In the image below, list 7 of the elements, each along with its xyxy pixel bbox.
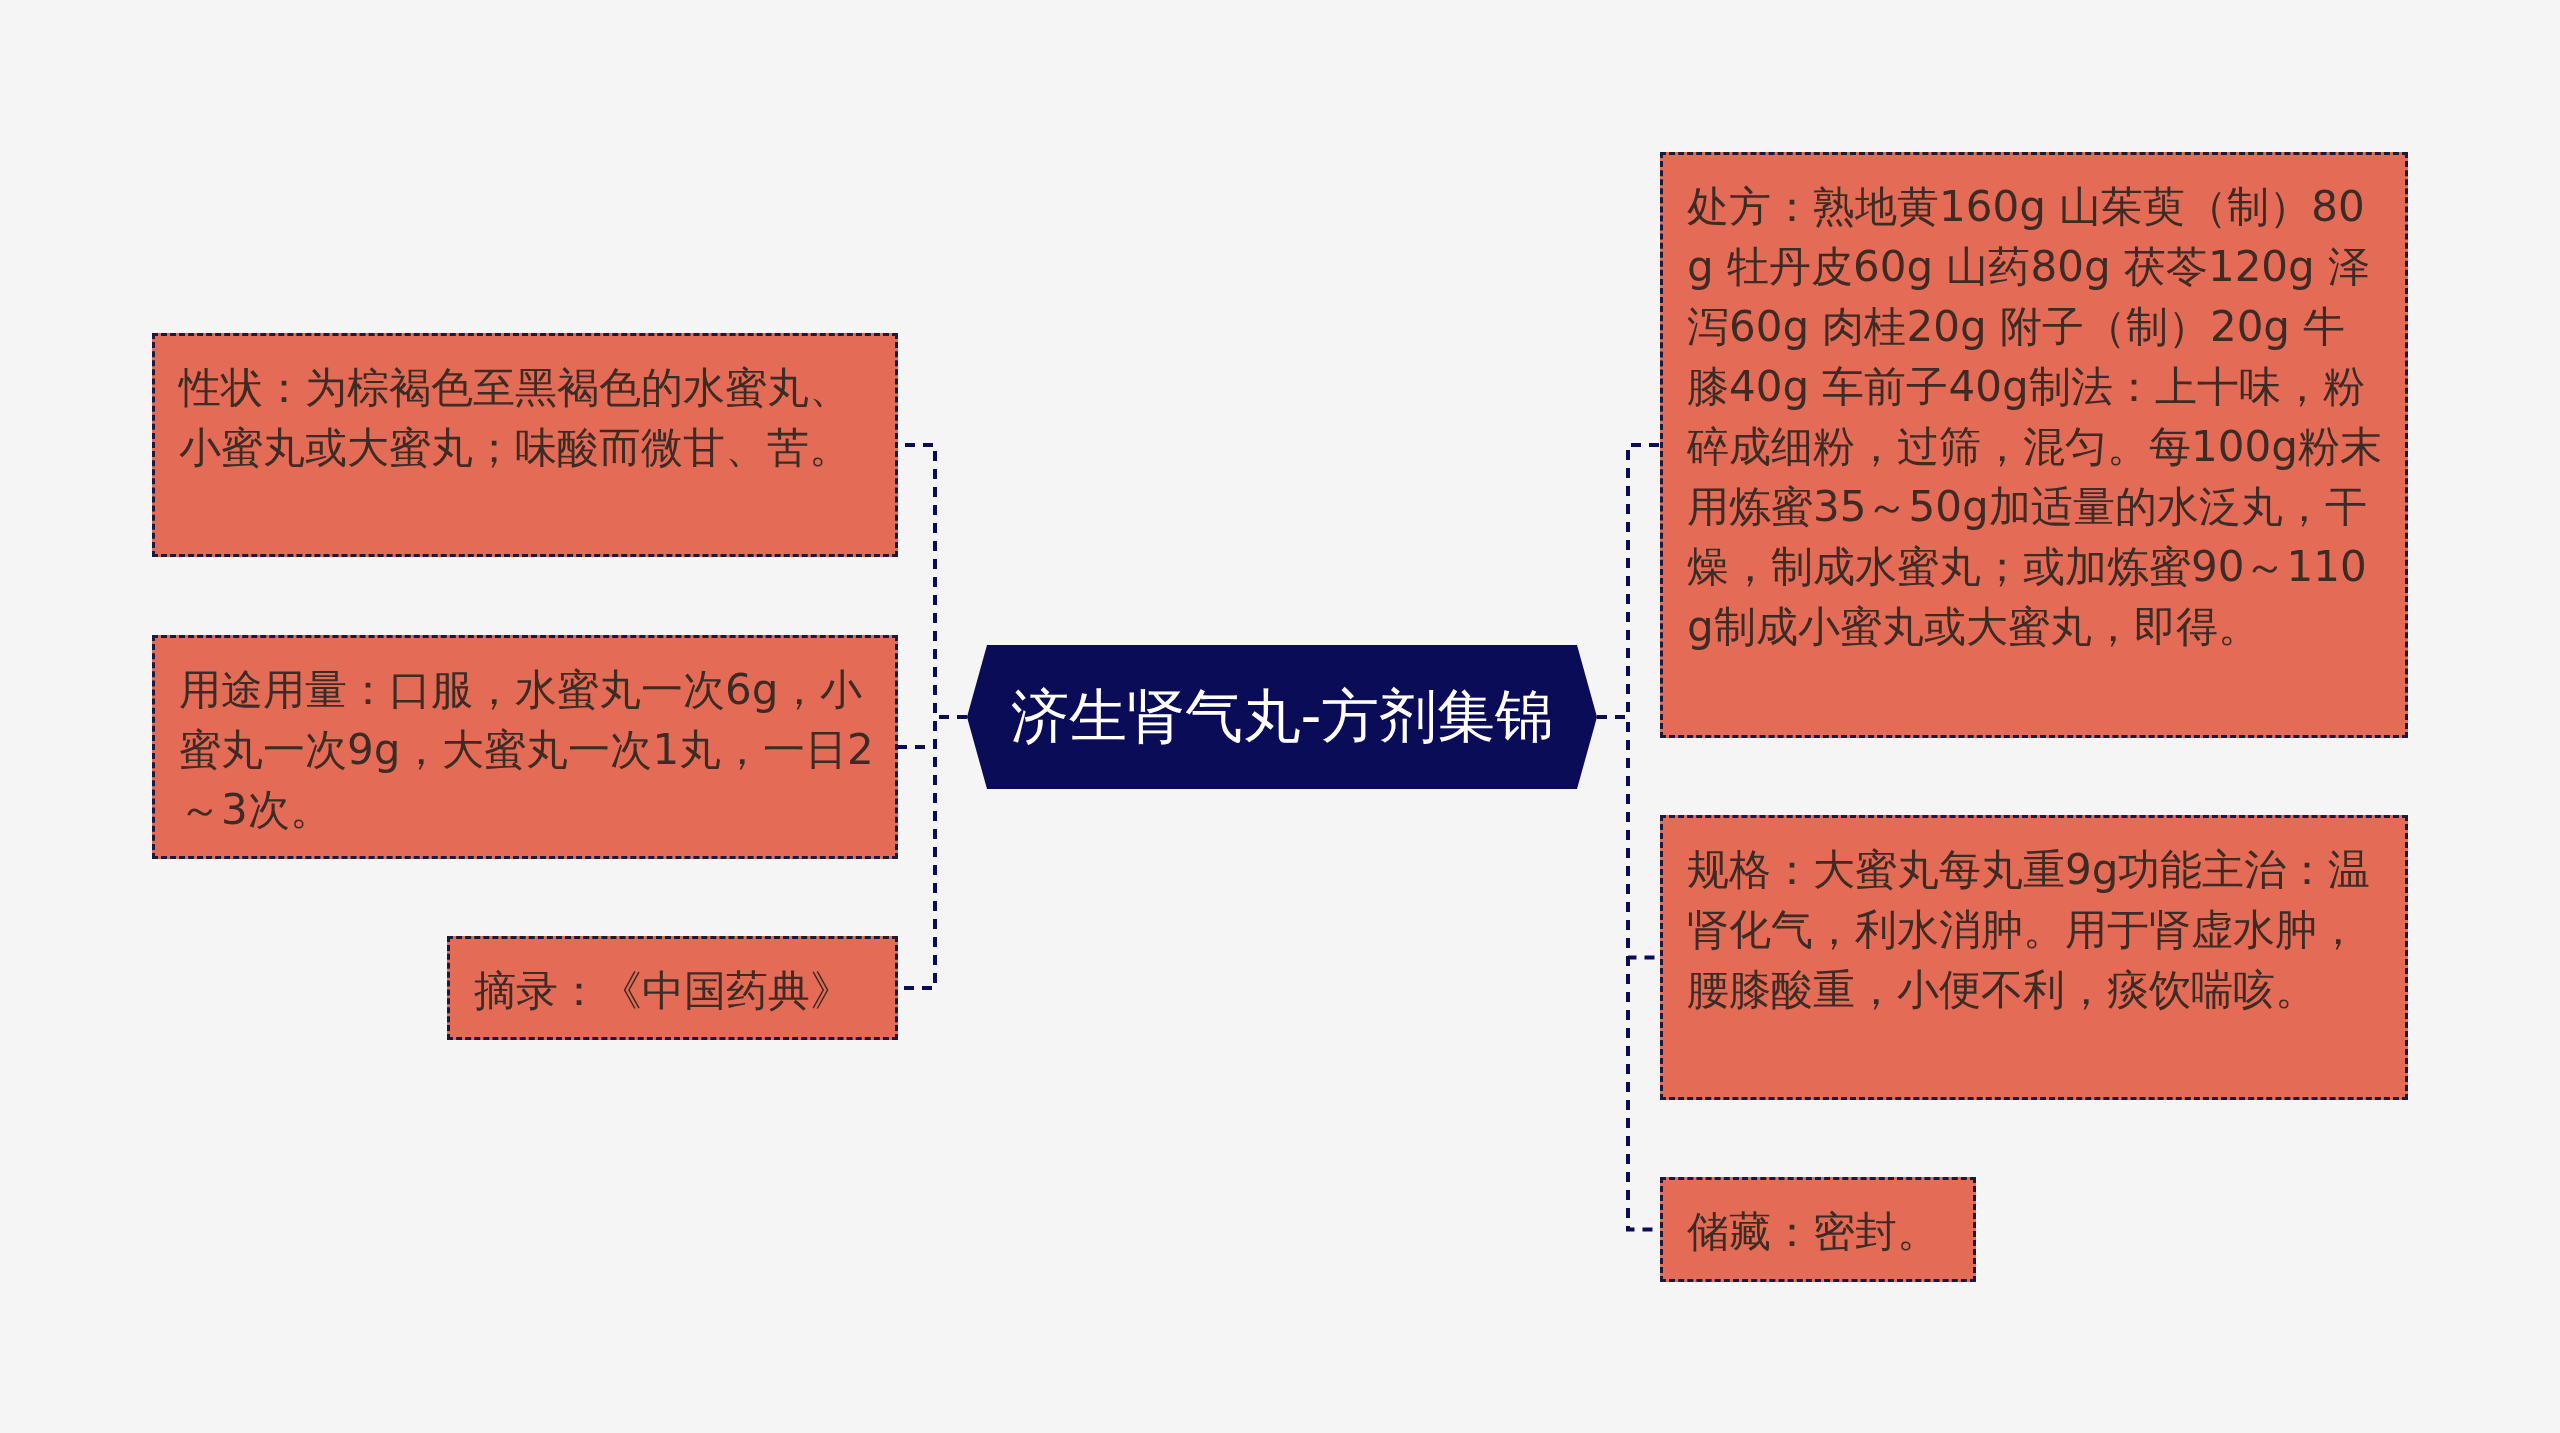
topic-hexagon: 济生肾气丸-方剂集锦 [967, 645, 1597, 789]
topic-box: 规格：大蜜丸每丸重9g功能主治：温肾化气，利水消肿。用于肾虚水肿，腰膝酸重，小便不利，痰饮喘咳。 [1660, 815, 2408, 1100]
topic-box: 储藏：密封。 [1660, 1177, 1976, 1282]
topic-box: 性状：为棕褐色至黑褐色的水蜜丸、小蜜丸或大蜜丸；味酸而微甘、苦。 [152, 333, 898, 557]
topic-box: 摘录：《中国药典》 [447, 936, 898, 1040]
topic-box: 用途用量：口服，水蜜丸一次6g，小蜜丸一次9g，大蜜丸一次1丸，一日2～3次。 [152, 635, 898, 859]
topic-box: 处方：熟地黄160g 山茱萸（制）80g 牡丹皮60g 山药80g 茯苓120g 泽泻60g 肉桂20g 附子（制）20g 牛膝40g 车前子40g制法：上十味，粉碎成细粉，过筛，混匀。每100g粉末用炼蜜35～50g加适量的水泛丸，干燥，制成水蜜丸；或加炼蜜90～110g制成小蜜丸或大蜜丸，即得。 [1660, 152, 2408, 738]
